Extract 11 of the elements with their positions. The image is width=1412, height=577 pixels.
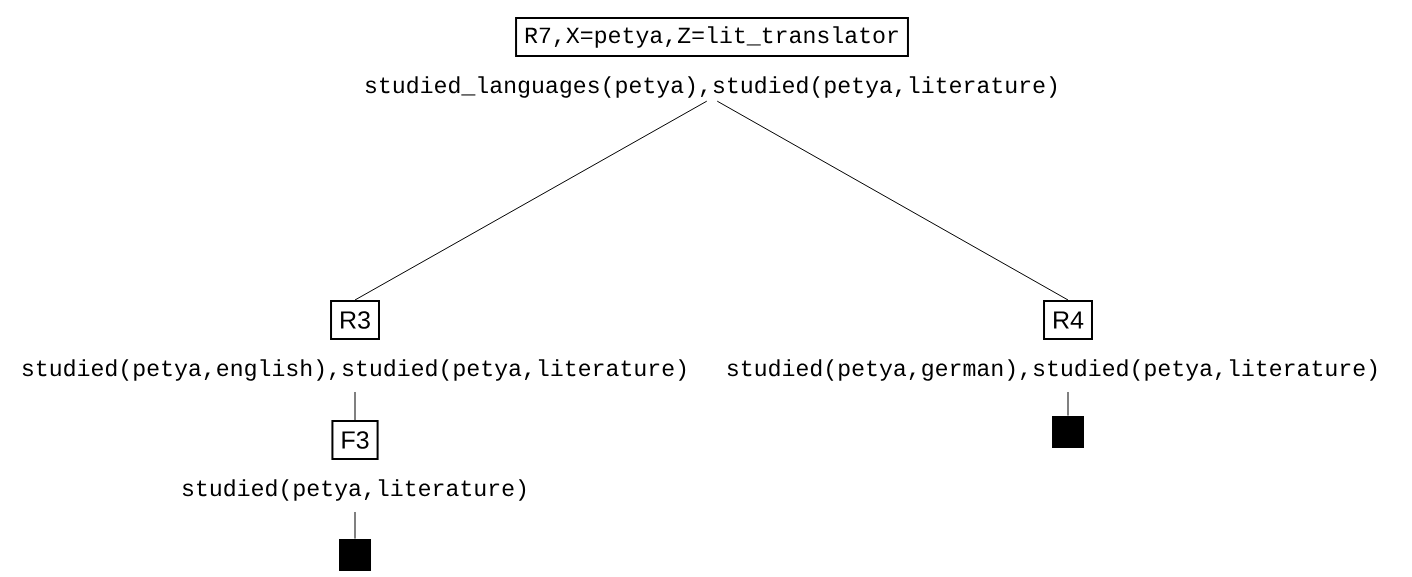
goal-text: studied(petya,english),studied(petya,literature) (22, 359, 686, 381)
goal-text: studied(petya,german),studied(petya,literature) (727, 359, 1377, 381)
terminal-square (339, 539, 371, 571)
tree-line (354, 511, 356, 540)
tree-line (354, 391, 356, 421)
tree-line (1067, 391, 1069, 417)
tree-line (716, 100, 1069, 301)
terminal-square (1052, 416, 1084, 448)
goal-text: studied_languages(petya),studied(petya,literature) (365, 76, 1057, 98)
goal-text: studied(petya,literature) (182, 479, 526, 501)
tree-line (354, 100, 708, 301)
